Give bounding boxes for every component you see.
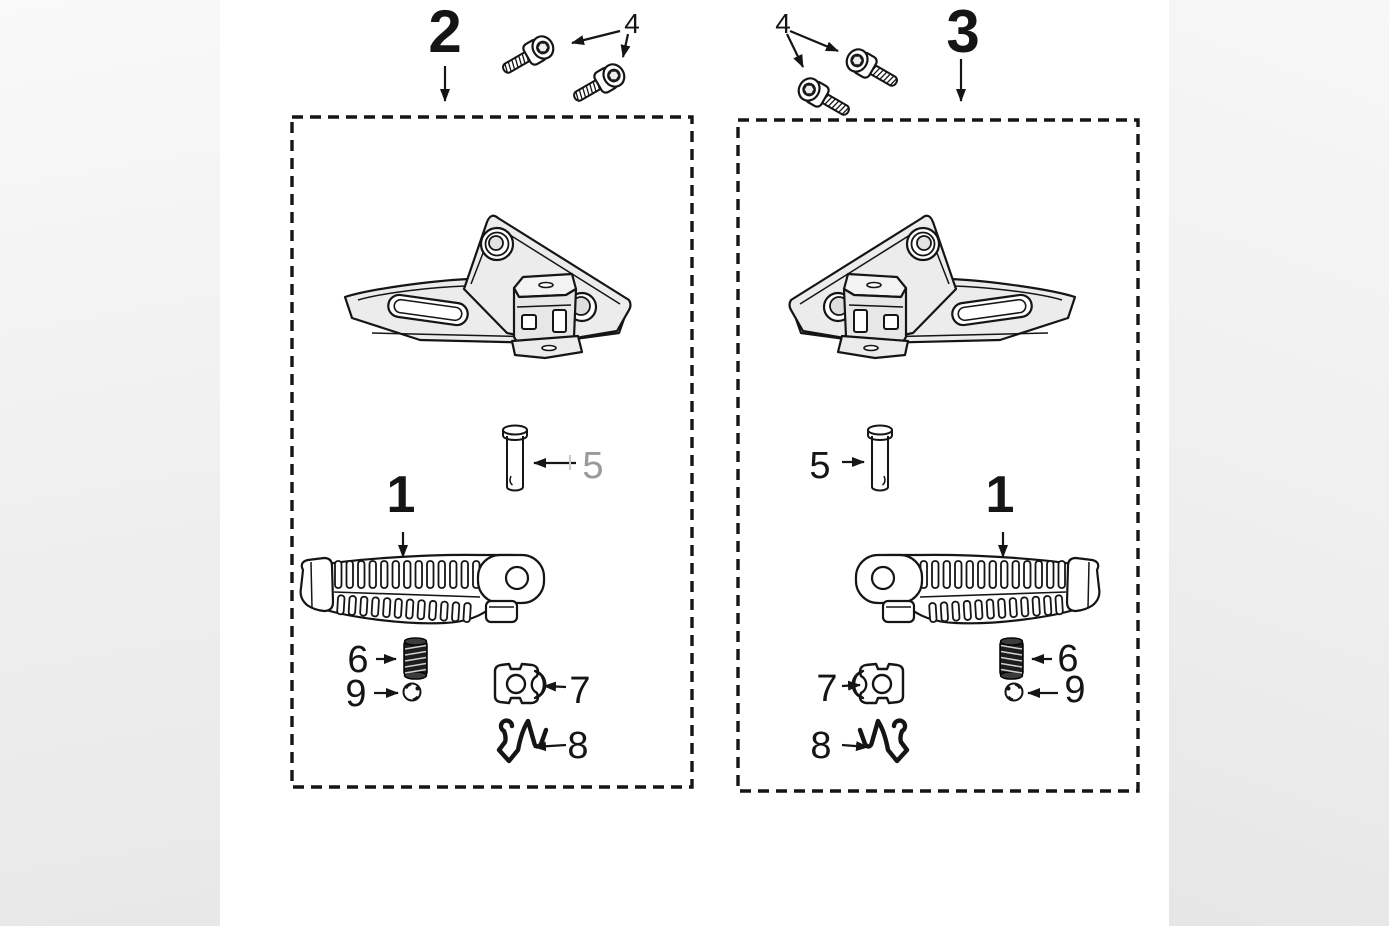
callout-pin-left: 5: [582, 445, 603, 487]
callout-clip-right: 8: [810, 725, 831, 767]
leader-clip-left: [533, 741, 567, 752]
bolt-part-left-a: [497, 31, 559, 82]
callout-pin-right: 5: [809, 445, 830, 487]
leader-clip-right: [841, 741, 869, 752]
bracket-part-right: [788, 214, 1077, 360]
clip-part-left: [499, 721, 546, 761]
callout-washer-right: 7: [816, 668, 837, 710]
ball-part-right: [1004, 682, 1024, 702]
ball-part-left: [402, 682, 422, 702]
callout-ball-right: 9: [1064, 669, 1085, 711]
callout-footpeg-right: 1: [986, 466, 1015, 524]
clip-part-right: [860, 721, 907, 761]
callout-spring-right: 6: [1057, 638, 1078, 680]
callout-ball-left: 9: [345, 673, 366, 715]
washer-part-left: [493, 662, 547, 705]
right-margin-band: [1169, 0, 1389, 926]
panel-2-dashed-boundary: [290, 115, 694, 789]
footpeg-part-left: [299, 553, 546, 625]
leader-washer-left: [543, 681, 567, 692]
bolt-part-right-a: [841, 44, 903, 95]
bracket-part-left: [343, 214, 632, 360]
callout-bolts-left: 4: [624, 8, 640, 39]
pivot-pin-part-right: [867, 424, 893, 492]
leader-washer-right: [841, 680, 861, 691]
callout-footpeg-left: 1: [387, 466, 416, 524]
bolt-part-right-b: [793, 73, 855, 124]
footpeg-part-right: [854, 553, 1101, 625]
panel-3-dashed-boundary: [736, 118, 1140, 793]
panel-3-label: 3: [946, 0, 979, 65]
bolt-part-left-b: [568, 59, 630, 110]
leader-bolts-right-a: [789, 29, 839, 53]
panel-2-label: 2: [428, 0, 461, 65]
spring-part-right: [999, 637, 1024, 680]
spring-part-left: [403, 637, 428, 680]
leader-bolts-left-a: [571, 29, 621, 45]
panel-right: 3 4 5 1 6 9 7 8: [736, 0, 1140, 793]
callout-bolts-right: 4: [775, 8, 791, 39]
callout-washer-left: 7: [569, 670, 590, 712]
panel-left: 2 4 5 1 6 9 7 8: [290, 0, 694, 789]
pivot-pin-part-left: [502, 424, 528, 492]
callout-clip-left: 8: [567, 725, 588, 767]
leader-bolts-left-b: [620, 33, 631, 58]
left-margin-band: [0, 0, 220, 926]
callout-spring-left: 6: [347, 639, 368, 681]
washer-part-right: [851, 662, 905, 705]
leader-bolts-right-b: [786, 33, 804, 68]
